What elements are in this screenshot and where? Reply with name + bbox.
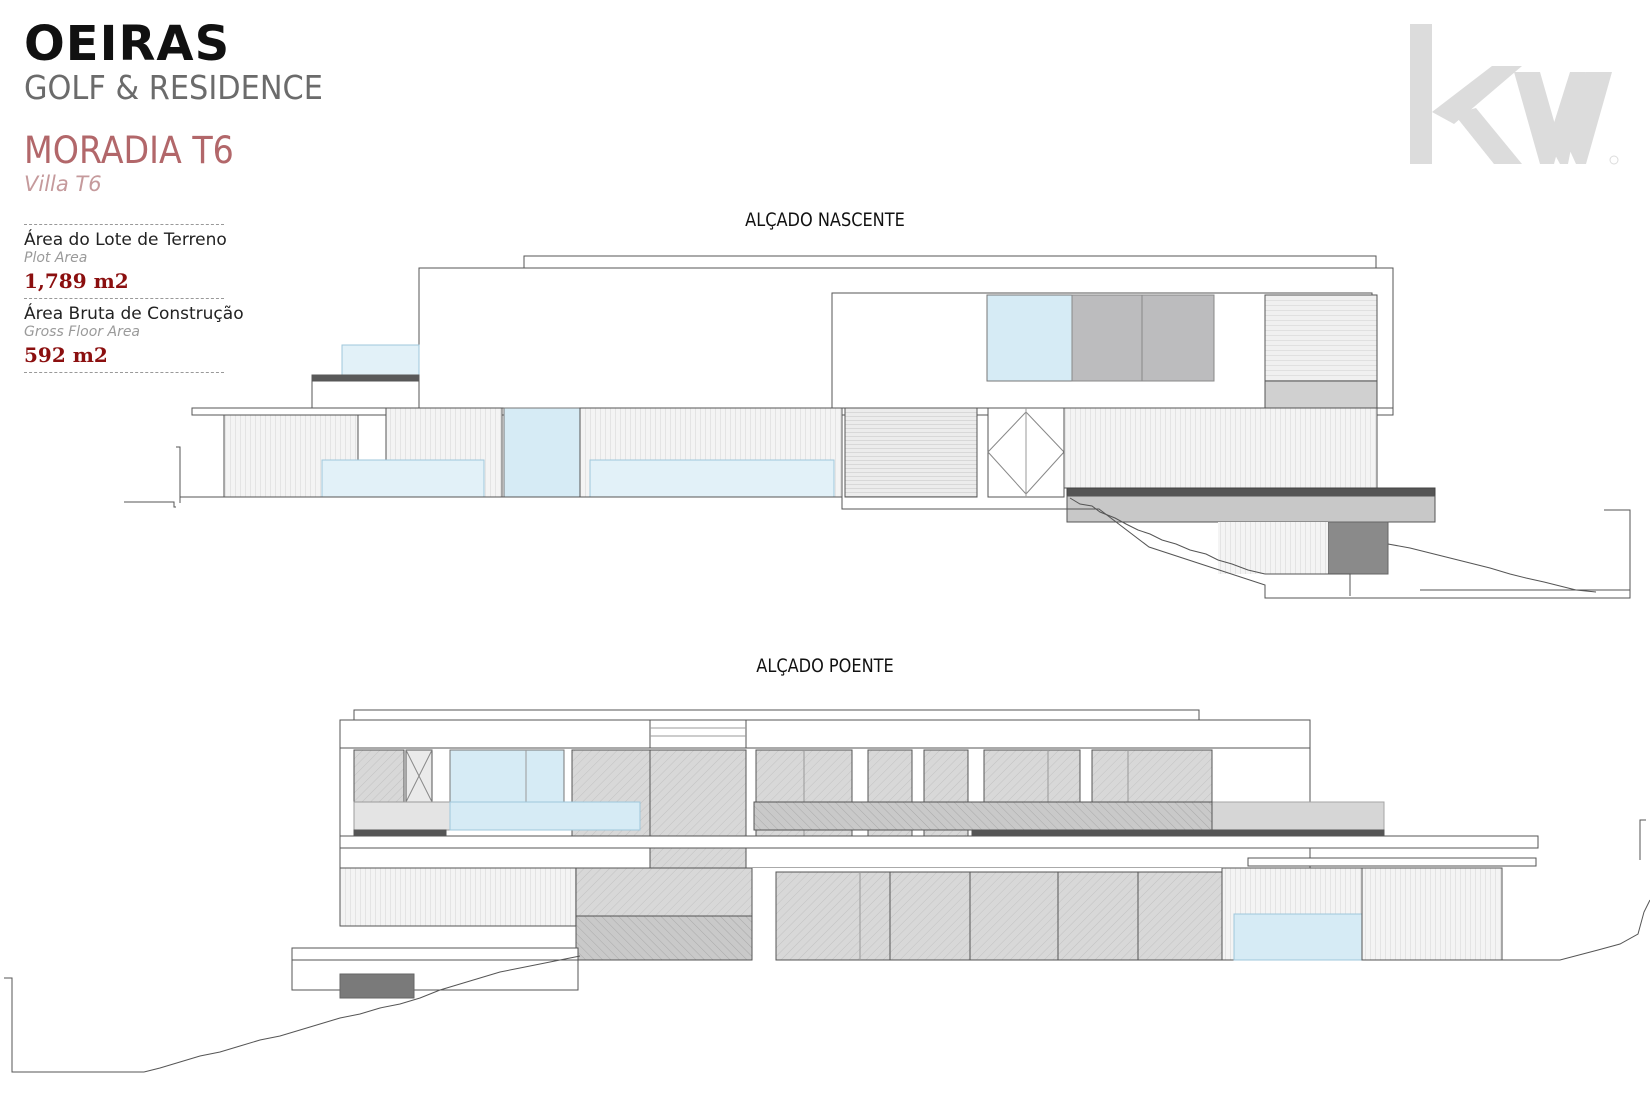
model-title-en: Villa T6 xyxy=(24,172,102,196)
project-title: OEIRAS xyxy=(24,16,231,72)
model-title: MORADIA T6 xyxy=(24,129,234,172)
gross-floor-area-label: Área Bruta de Construção xyxy=(24,304,244,324)
east-elevation-drawing xyxy=(124,255,1631,599)
gross-floor-area-item: Área Bruta de Construção Gross Floor Are… xyxy=(24,298,244,373)
kw-logo xyxy=(1410,24,1619,165)
plot-area-label-en: Plot Area xyxy=(24,250,88,266)
west-elevation-title: ALÇADO POENTE xyxy=(756,655,894,677)
plot-area-item: Área do Lote de Terreno Plot Area 1,789 … xyxy=(24,224,227,298)
east-elevation-title: ALÇADO NASCENTE xyxy=(745,209,905,231)
gross-floor-area-label-en: Gross Floor Area xyxy=(24,324,141,340)
west-elevation-drawing xyxy=(4,709,1650,1073)
gross-floor-area-value: 592 m2 xyxy=(24,343,108,367)
plot-area-value: 1,789 m2 xyxy=(24,269,129,293)
plot-area-label: Área do Lote de Terreno xyxy=(24,230,227,250)
area-list: Área do Lote de Terreno Plot Area 1,789 … xyxy=(24,224,244,373)
